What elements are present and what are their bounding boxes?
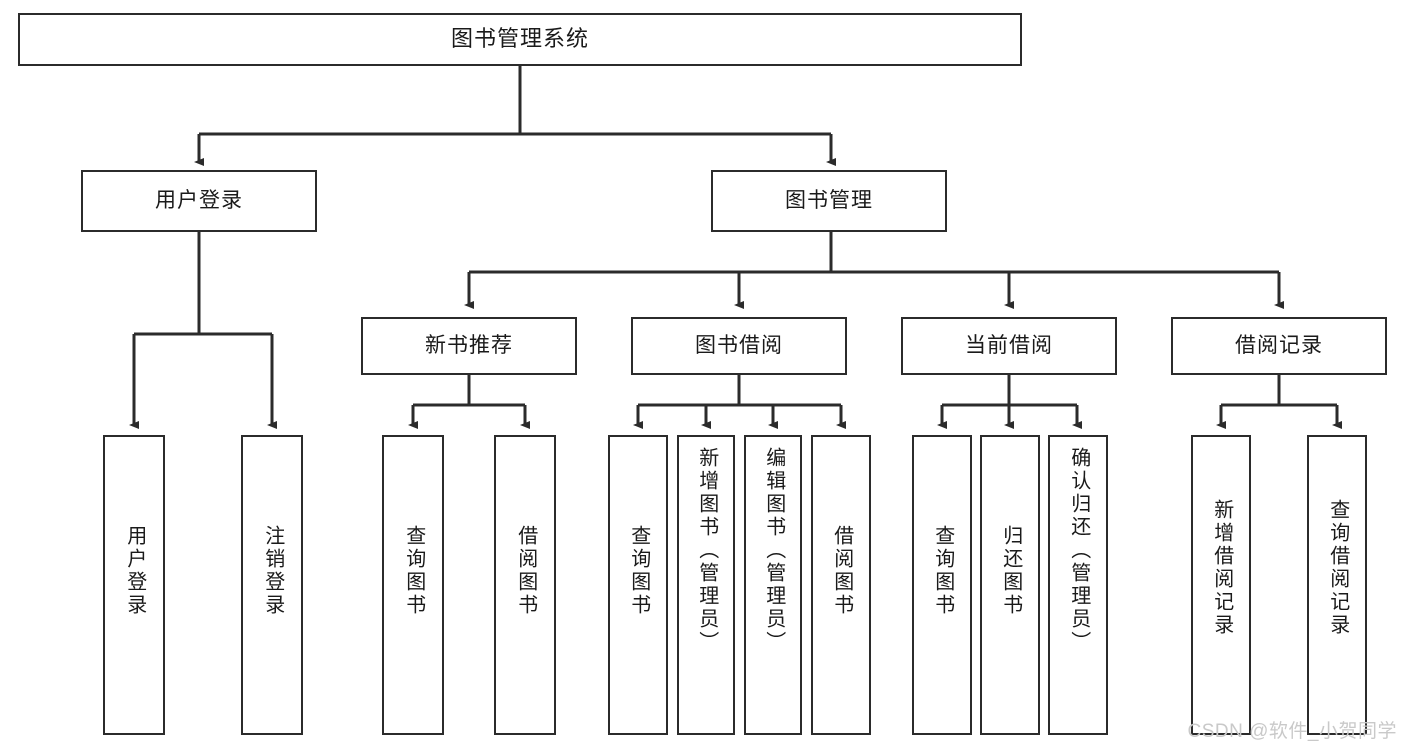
node-book-borrow[interactable]: 图书借阅 (631, 317, 847, 375)
node-user-login[interactable]: 用户登录 (81, 170, 317, 232)
node-label: 注销登录 (261, 525, 284, 617)
watermark-text: CSDN @软件_小贺同学 (1187, 721, 1397, 742)
leaf-new-book-borrow[interactable]: 借阅图书 (494, 435, 556, 735)
leaf-record-add-record[interactable]: 新增借阅记录 (1191, 435, 1251, 735)
node-label: 图书管理 (785, 189, 873, 213)
leaf-borrow-add-book-admin[interactable]: 新增图书（管理员） (677, 435, 735, 735)
node-label: 查询借阅记录 (1326, 499, 1349, 637)
node-label: 查询图书 (402, 525, 425, 617)
node-new-book-recommend[interactable]: 新书推荐 (361, 317, 577, 375)
node-borrow-record[interactable]: 借阅记录 (1171, 317, 1387, 375)
node-label: 借阅图书 (514, 525, 537, 617)
leaf-new-book-query[interactable]: 查询图书 (382, 435, 444, 735)
leaf-borrow-borrow-book[interactable]: 借阅图书 (811, 435, 871, 735)
node-label: 当前借阅 (965, 334, 1053, 358)
node-label: 查询图书 (627, 525, 650, 617)
node-label: 新增借阅记录 (1210, 499, 1233, 637)
node-label: 用户登录 (155, 189, 243, 213)
leaf-borrow-edit-book-admin[interactable]: 编辑图书（管理员） (744, 435, 802, 735)
leaf-record-query-record[interactable]: 查询借阅记录 (1307, 435, 1367, 735)
node-root-system[interactable]: 图书管理系统 (18, 13, 1022, 66)
node-label: 新增图书（管理员） (695, 447, 718, 654)
node-label: 借阅记录 (1235, 334, 1323, 358)
leaf-borrow-query-book[interactable]: 查询图书 (608, 435, 668, 735)
node-book-management[interactable]: 图书管理 (711, 170, 947, 232)
node-label: 归还图书 (999, 525, 1022, 617)
node-label: 借阅图书 (830, 525, 853, 617)
node-label: 确认归还（管理员） (1067, 447, 1090, 654)
leaf-current-confirm-return-admin[interactable]: 确认归还（管理员） (1048, 435, 1108, 735)
node-label: 编辑图书（管理员） (762, 447, 785, 654)
leaf-user-login-login[interactable]: 用户登录 (103, 435, 165, 735)
node-label: 新书推荐 (425, 334, 513, 358)
node-label: 用户登录 (123, 525, 146, 617)
node-label: 图书管理系统 (450, 26, 589, 52)
leaf-current-query-book[interactable]: 查询图书 (912, 435, 972, 735)
node-label: 图书借阅 (695, 334, 783, 358)
node-label: 查询图书 (931, 525, 954, 617)
leaf-current-return-book[interactable]: 归还图书 (980, 435, 1040, 735)
node-current-borrow[interactable]: 当前借阅 (901, 317, 1117, 375)
leaf-user-login-logout[interactable]: 注销登录 (241, 435, 303, 735)
